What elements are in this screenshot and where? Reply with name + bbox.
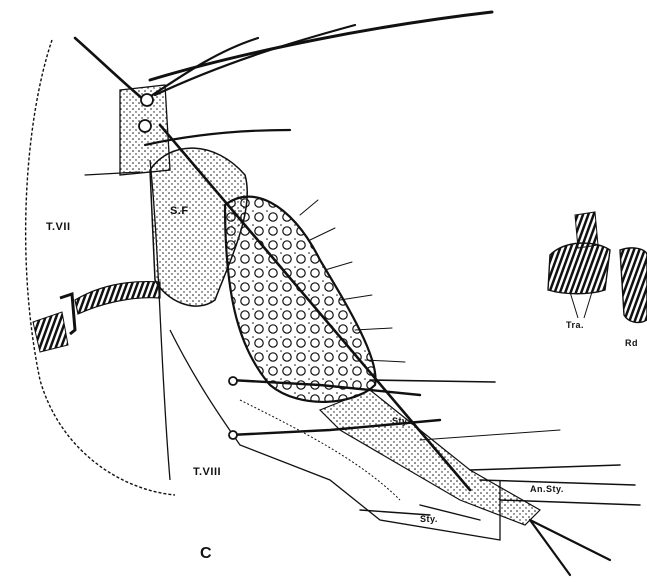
panel-label: C [200,545,212,563]
label-spiracular-flap: S.F [170,205,189,217]
label-style-upper: Sty. [392,416,410,426]
label-tra: Tra. [566,320,584,330]
label-tergite-vii: T.VII [46,221,71,233]
label-anal-style: An.Sty. [530,484,564,494]
tra-leader-lines [570,292,592,318]
label-style-lower: Sty. [420,514,438,524]
tracheal-structure-right [548,243,610,294]
trachea-tube [75,282,160,314]
tracheal-structure-top [575,212,598,248]
rd-structure [620,248,647,323]
trachea-fragment [33,312,68,352]
label-tergite-viii: T.VIII [193,466,221,478]
style-column [320,390,540,525]
label-rd: Rd [625,338,638,348]
